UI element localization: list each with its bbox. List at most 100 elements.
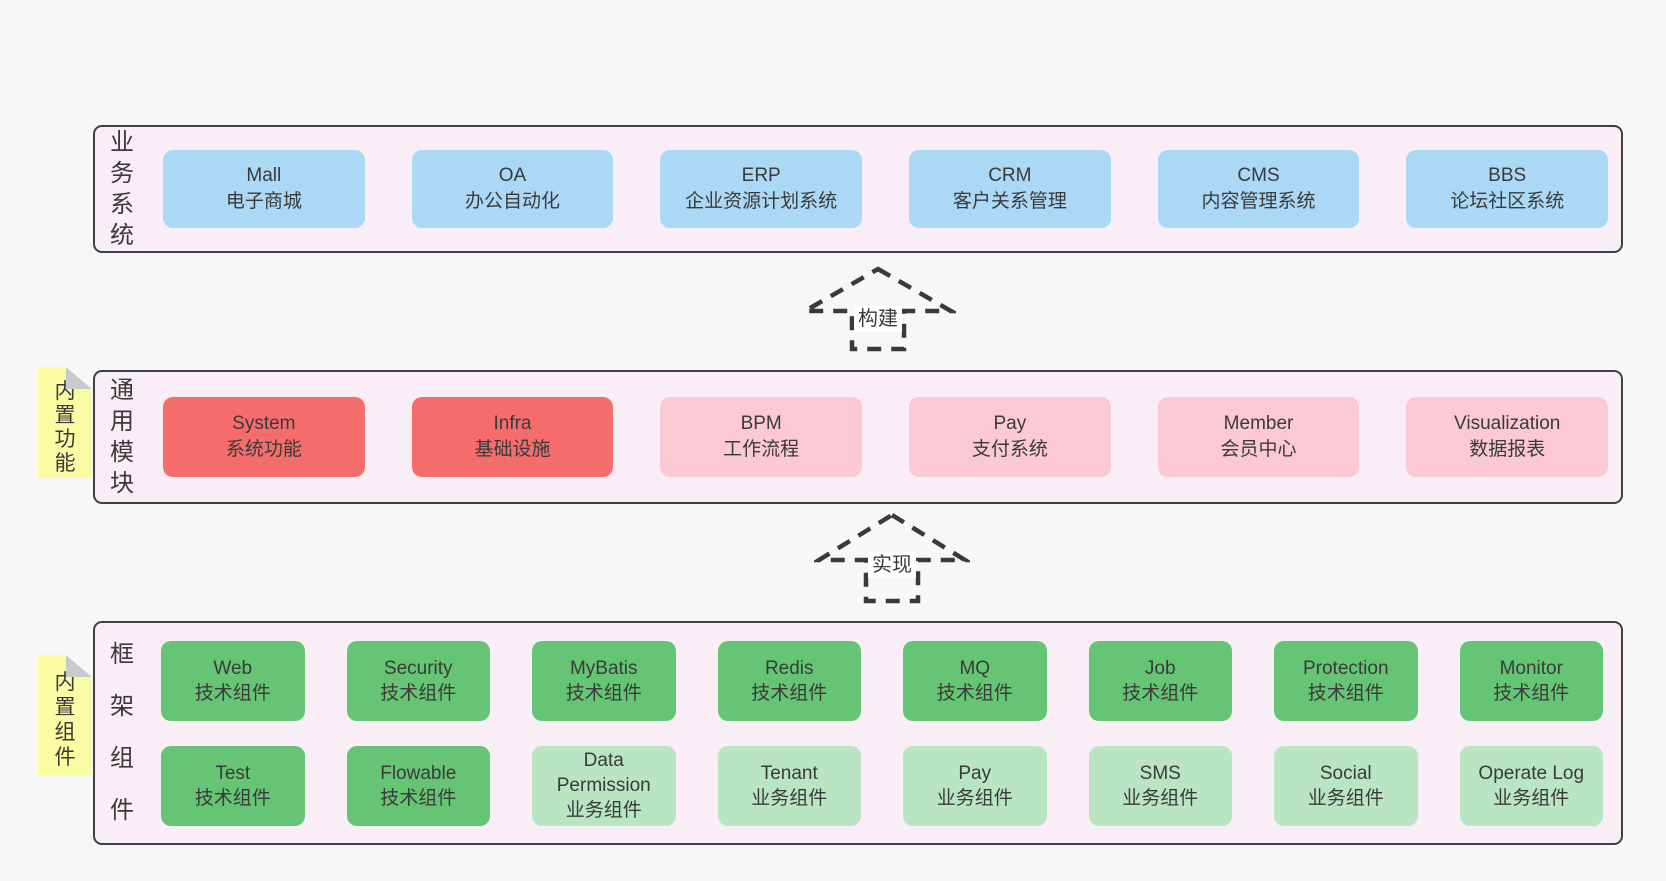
sticky-fold-corner-icon (66, 655, 92, 677)
box-subtitle: 基础设施 (474, 439, 551, 460)
box-title: OA (498, 165, 527, 186)
box-title: ERP (741, 165, 781, 186)
box-data-permission: Data Permission 业务组件 (532, 745, 676, 826)
box-erp: ERP 企业资源计划系统 (660, 150, 863, 228)
box-title: Tenant (760, 762, 818, 784)
box-oa: OA 办公自动化 (411, 150, 614, 228)
framework-row-1: Web 技术组件 Security 技术组件 MyBatis 技术组件 Redi… (161, 640, 1603, 721)
box-title: Mall (246, 165, 282, 186)
box-subtitle: 内容管理系统 (1201, 191, 1316, 212)
box-title: Pay (993, 413, 1027, 434)
box-subtitle: 业务组件 (1307, 787, 1384, 809)
box-title: Pay (958, 762, 992, 784)
box-member: Member 会员中心 (1157, 397, 1360, 477)
box-title: MQ (959, 657, 991, 679)
box-title: Job (1144, 657, 1176, 679)
box-title: Data Permission (556, 750, 651, 796)
box-crm: CRM 客户关系管理 (909, 150, 1111, 228)
box-title: CRM (988, 165, 1032, 186)
band-modules-label: 通用模块 (110, 377, 134, 497)
box-title: CMS (1237, 165, 1280, 186)
box-subtitle: 工作流程 (723, 439, 800, 460)
box-pay-system: Pay 支付系统 (909, 397, 1111, 477)
box-subtitle: 技术组件 (936, 682, 1013, 704)
box-title: Social (1319, 762, 1372, 784)
box-tenant: Tenant 业务组件 (717, 745, 861, 826)
box-subtitle: 会员中心 (1220, 439, 1297, 460)
box-subtitle: 办公自动化 (465, 191, 561, 212)
box-title: Web (213, 657, 253, 679)
box-visualization: Visualization 数据报表 (1406, 397, 1609, 477)
box-subtitle: 电子商城 (225, 191, 302, 212)
box-subtitle: 技术组件 (1122, 682, 1199, 704)
dashed-up-arrow-icon (800, 266, 956, 352)
box-sms: SMS 业务组件 (1088, 745, 1232, 826)
box-title: BPM (740, 413, 782, 434)
sticky-label: 内置功能 (54, 379, 76, 475)
box-flowable: Flowable 技术组件 (346, 745, 490, 826)
box-subtitle: 企业资源计划系统 (685, 191, 838, 212)
box-security: Security 技术组件 (346, 640, 490, 721)
build-arrow-label: 构建 (854, 306, 902, 332)
box-title: Infra (493, 413, 532, 434)
box-subtitle: 技术组件 (194, 682, 271, 704)
box-subtitle: 数据报表 (1469, 439, 1546, 460)
box-subtitle: 论坛社区系统 (1450, 191, 1565, 212)
band-business-boxes: Mall 电子商城 OA 办公自动化 ERP 企业资源计划系统 CRM 客户关系… (136, 127, 1621, 251)
box-title: Test (215, 762, 251, 784)
band-business-systems: 业务系统 Mall 电子商城 OA 办公自动化 ERP 企业资源计划系统 CRM… (93, 125, 1623, 253)
box-mybatis: MyBatis 技术组件 (532, 640, 676, 721)
box-title: Redis (764, 657, 814, 679)
sticky-label: 内置组件 (54, 671, 76, 769)
sticky-note-built-in-features: 内置功能 (38, 367, 92, 478)
box-title: Flowable (380, 762, 457, 784)
band-framework-label: 框架组件 (110, 641, 134, 824)
box-subtitle: 技术组件 (380, 682, 457, 704)
box-title: MyBatis (569, 657, 638, 679)
box-title: Security (383, 657, 453, 679)
box-title: Member (1223, 413, 1294, 434)
box-job: Job 技术组件 (1088, 640, 1232, 721)
box-subtitle: 业务组件 (936, 787, 1013, 809)
box-subtitle: 技术组件 (565, 682, 642, 704)
box-title: Operate Log (1478, 762, 1585, 784)
box-title: Monitor (1499, 657, 1563, 679)
box-subtitle: 系统功能 (225, 439, 302, 460)
band-framework-components: 框架组件 Web 技术组件 Security 技术组件 MyBatis 技术组件… (93, 621, 1623, 845)
box-mall: Mall 电子商城 (163, 150, 365, 228)
box-pay-component: Pay 业务组件 (903, 745, 1047, 826)
sticky-fold-corner-icon (66, 367, 92, 389)
box-title: SMS (1139, 762, 1181, 784)
box-subtitle: 技术组件 (1493, 682, 1570, 704)
box-operate-log: Operate Log 业务组件 (1459, 745, 1603, 826)
box-title: Visualization (1454, 413, 1561, 434)
box-protection: Protection 技术组件 (1274, 640, 1418, 721)
box-cms: CMS 内容管理系统 (1157, 150, 1360, 228)
box-web: Web 技术组件 (161, 640, 305, 721)
build-arrow-icon: 构建 (800, 266, 956, 352)
box-subtitle: 技术组件 (380, 787, 457, 809)
box-subtitle: 技术组件 (1307, 682, 1384, 704)
box-subtitle: 业务组件 (1493, 787, 1570, 809)
box-subtitle: 业务组件 (565, 800, 642, 821)
box-bbs: BBS 论坛社区系统 (1406, 150, 1609, 228)
band-common-modules: 通用模块 System 系统功能 Infra 基础设施 BPM 工作流程 Pay… (93, 370, 1623, 504)
box-subtitle: 技术组件 (751, 682, 828, 704)
dashed-up-arrow-icon (814, 512, 970, 604)
box-bpm: BPM 工作流程 (660, 397, 863, 477)
band-business-label: 业务系统 (110, 129, 134, 249)
box-system: System 系统功能 (163, 397, 365, 477)
box-subtitle: 业务组件 (1122, 787, 1199, 809)
box-mq: MQ 技术组件 (903, 640, 1047, 721)
sticky-note-built-in-components: 内置组件 (38, 655, 92, 775)
implement-arrow-icon: 实现 (814, 512, 970, 604)
box-title: System (232, 413, 296, 434)
box-infra: Infra 基础设施 (411, 397, 614, 477)
box-subtitle: 业务组件 (751, 787, 828, 809)
band-framework-boxes: Web 技术组件 Security 技术组件 MyBatis 技术组件 Redi… (136, 623, 1621, 843)
box-social: Social 业务组件 (1274, 745, 1418, 826)
box-subtitle: 客户关系管理 (952, 191, 1067, 212)
box-test: Test 技术组件 (161, 745, 305, 826)
implement-arrow-label: 实现 (868, 552, 916, 578)
